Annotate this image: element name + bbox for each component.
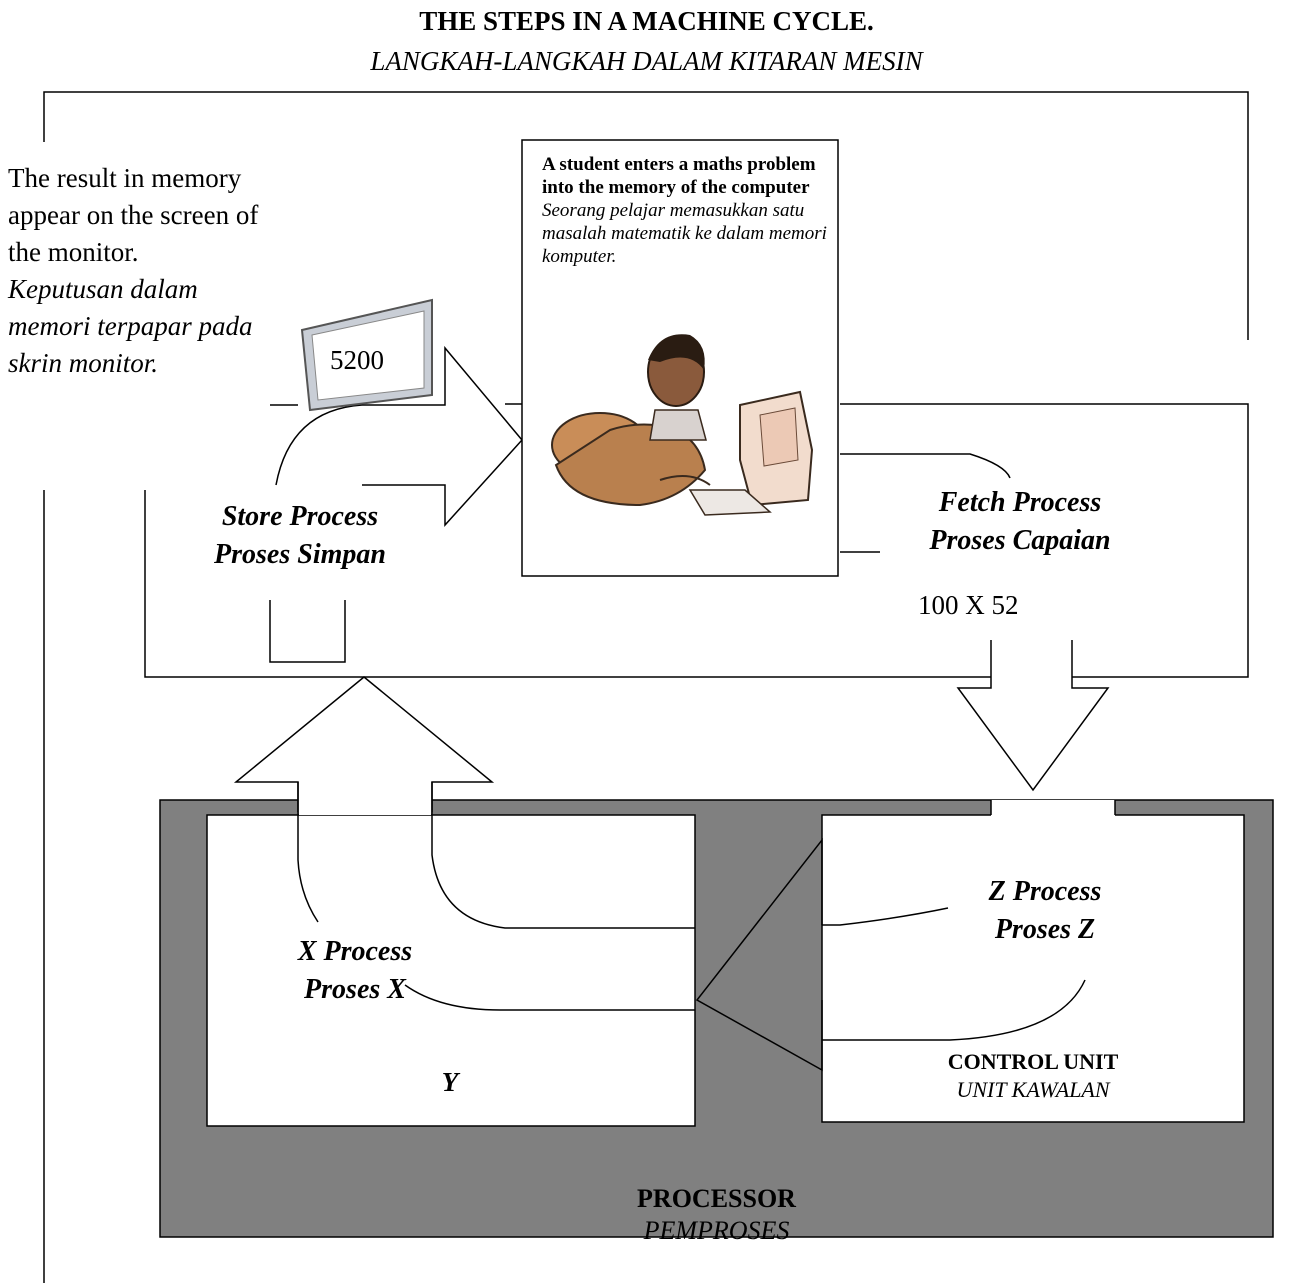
processor-label: PROCESSOR PEMPROSES <box>160 1183 1273 1247</box>
x-step-label: X Process Proses X <box>255 933 455 1009</box>
alu-box <box>206 814 696 1127</box>
monitor-icon <box>300 298 433 412</box>
z-to-x-left-arrow <box>404 837 1086 1072</box>
input-card-text: A student enters a maths problem into th… <box>542 153 832 268</box>
control-unit-ms: UNIT KAWALAN <box>956 1077 1110 1102</box>
input-card-ms: Seorang pelajar memasukkan satu masalah … <box>542 200 827 267</box>
z-step-en: Z Process <box>988 876 1102 907</box>
output-note-ms: Keputusan dalam memori terpapar pada skr… <box>8 274 253 378</box>
student-at-computer-illustration <box>551 334 814 516</box>
control-unit-en: CONTROL UNIT <box>947 1049 1119 1074</box>
diagram-subtitle: LANGKAH-LANGKAH DALAM KITARAN MESIN <box>370 46 923 76</box>
output-note: The result in memory appear on the scree… <box>8 160 268 382</box>
monitor-value: 5200 <box>330 345 384 375</box>
store-step-en: Store Process <box>221 501 379 532</box>
output-note-en: The result in memory appear on the scree… <box>8 163 259 267</box>
x-step-ms: Proses X <box>304 974 406 1005</box>
input-card-en: A student enters a maths problem into th… <box>542 154 816 198</box>
store-step-label: Store Process Proses Simpan <box>180 498 420 574</box>
processor-ms: PEMPROSES <box>643 1216 790 1245</box>
control-unit-label: CONTROL UNIT UNIT KAWALAN <box>822 1048 1244 1104</box>
store-up-arrow <box>233 600 695 929</box>
diagram-title: THE STEPS IN A MACHINE CYCLE. <box>419 6 874 36</box>
memory-loop-line <box>144 403 1249 678</box>
outer-frame <box>43 91 1249 1283</box>
x-step-en: X Process <box>297 936 413 967</box>
fetch-down-arrow <box>956 640 1116 816</box>
y-label: Y <box>441 1067 459 1097</box>
processor-en: PROCESSOR <box>637 1184 796 1213</box>
z-step-ms: Proses Z <box>994 914 1096 945</box>
fetch-step-ms: Proses Capaian <box>929 525 1111 556</box>
z-step-label: Z Process Proses Z <box>945 873 1145 949</box>
store-step-ms: Proses Simpan <box>214 539 386 570</box>
fetch-step-en: Fetch Process <box>938 487 1102 518</box>
fetch-step-label: Fetch Process Proses Capaian <box>890 484 1150 560</box>
fetch-value: 100 X 52 <box>918 590 1019 620</box>
control-unit-box <box>821 814 1245 1123</box>
